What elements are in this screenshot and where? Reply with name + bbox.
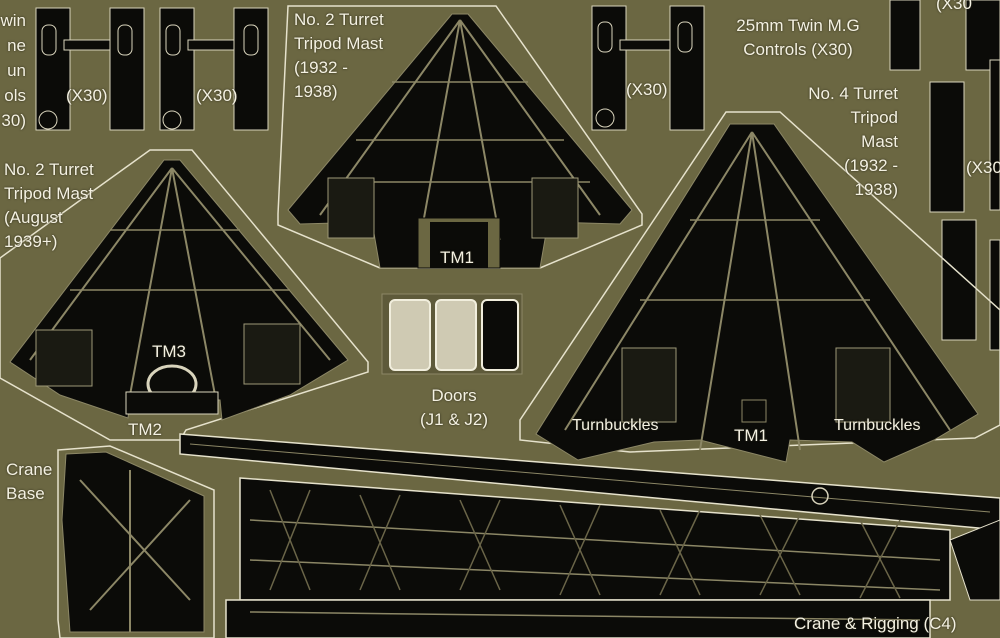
doors-parts [381, 293, 523, 375]
left-edge-line-3: un [7, 61, 26, 80]
no4-line-5: 1938) [854, 180, 898, 199]
no2-1939-line-3: (August [4, 208, 63, 227]
crane-rigging-parts [179, 433, 1000, 638]
no4-line-1: No. 4 Turret [808, 84, 898, 103]
turnbuckles-label-right: Turnbuckles [834, 417, 921, 434]
x30-label-right-mid: (X30 [966, 158, 1000, 177]
no4-line-4: (1932 - [844, 156, 898, 175]
mg-control-part-middle [591, 5, 705, 131]
doors-line-2: (J1 & J2) [419, 410, 489, 429]
mg-controls-label: 25mm Twin M.G Controls (X30) [722, 14, 874, 62]
left-edge-line-5: 30) [1, 111, 26, 130]
mg-controls-line-1: 25mm Twin M.G [736, 16, 860, 35]
no2-mast-1932-label: No. 2 Turret Tripod Mast (1932 - 1938) [294, 8, 384, 104]
no2-turret-tripod-mast-1932 [277, 5, 643, 269]
left-edge-line-4: ols [4, 86, 26, 105]
x30-label-c: (X30) [626, 80, 668, 99]
mg-controls-line-2: Controls (X30) [743, 40, 853, 59]
crane-base-part [57, 445, 215, 638]
no4-mast-label: No. 4 Turret Tripod Mast (1932 - 1938) [758, 82, 898, 202]
doors-line-1: Doors [431, 386, 477, 405]
left-edge-line-2: ne [7, 36, 26, 55]
no2-turret-tripod-mast-1939 [0, 149, 369, 441]
no2-1939-line-4: 1939+) [4, 232, 58, 251]
crane-base-line-2: Base [6, 484, 45, 503]
mg-control-parts-left [35, 7, 269, 131]
left-edge-line-1: win [0, 11, 26, 30]
left-edge-partial-label: win ne un ols 30) [0, 8, 26, 133]
mg-control-parts-right [889, 0, 1000, 351]
no4-line-2: Tripod [850, 108, 898, 127]
crane-base-line-1: Crane [6, 460, 53, 479]
x30-label-right-top: (X30 [936, 0, 972, 13]
no2-1939-line-1: No. 2 Turret [4, 160, 94, 179]
no2-1932-line-1: No. 2 Turret [294, 10, 384, 29]
tm2-label: TM2 [128, 420, 162, 439]
no2-1932-line-4: 1938) [294, 82, 338, 101]
tm1-label-right: TM1 [734, 426, 768, 445]
no2-1939-line-2: Tripod Mast [4, 184, 94, 203]
crane-base-label: Crane Base [6, 458, 52, 506]
no4-line-3: Mast [861, 132, 898, 151]
no4-turret-tripod-mast [519, 111, 1000, 463]
tm3-label: TM3 [152, 342, 186, 361]
x30-label-a: (X30) [66, 86, 108, 105]
turnbuckles-label-left: Turnbuckles [572, 417, 659, 434]
crane-rigging-label: Crane & Rigging (C4) [794, 614, 957, 633]
tm1-label-top: TM1 [440, 248, 474, 267]
no2-mast-1939-label: No. 2 Turret Tripod Mast (August 1939+) [4, 158, 94, 254]
doors-label: Doors (J1 & J2) [406, 384, 502, 432]
no2-1932-line-3: (1932 - [294, 58, 348, 77]
no2-1932-line-2: Tripod Mast [294, 34, 384, 53]
x30-label-b: (X30) [196, 86, 238, 105]
